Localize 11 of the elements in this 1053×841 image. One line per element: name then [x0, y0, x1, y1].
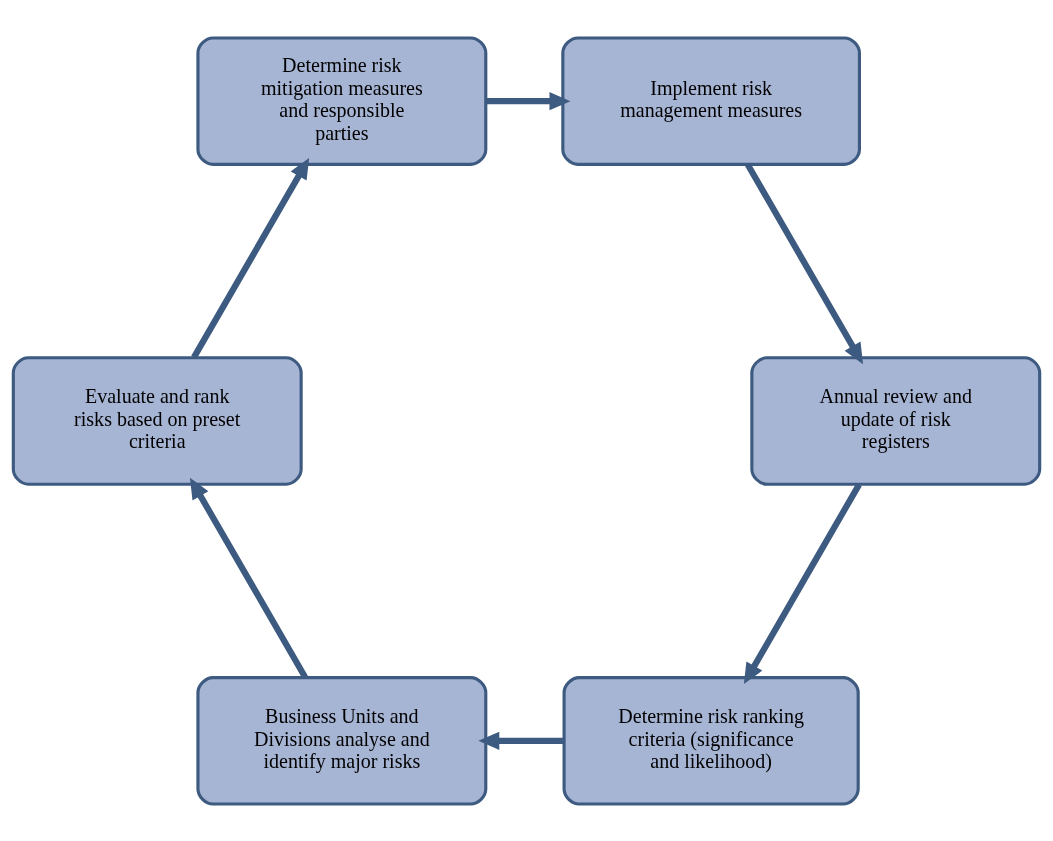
- node-box: Evaluate and rank risks based on preset criteria: [11, 355, 303, 486]
- arrow: [486, 91, 571, 110]
- arrow: [478, 731, 564, 750]
- arrow: [743, 482, 862, 684]
- arrow: [191, 157, 310, 359]
- node-box: Determine risk mitigation measures and responsible parties: [196, 35, 488, 166]
- node-box: Annual review and update of risk registers: [750, 355, 1042, 486]
- arrow: [189, 477, 308, 679]
- node-box: Determine risk ranking criteria (significance and likelihood): [562, 675, 860, 806]
- node-box: Implement risk management measures: [561, 35, 861, 166]
- node-box: Business Units and Divisions analyse and identify major risks: [196, 675, 488, 806]
